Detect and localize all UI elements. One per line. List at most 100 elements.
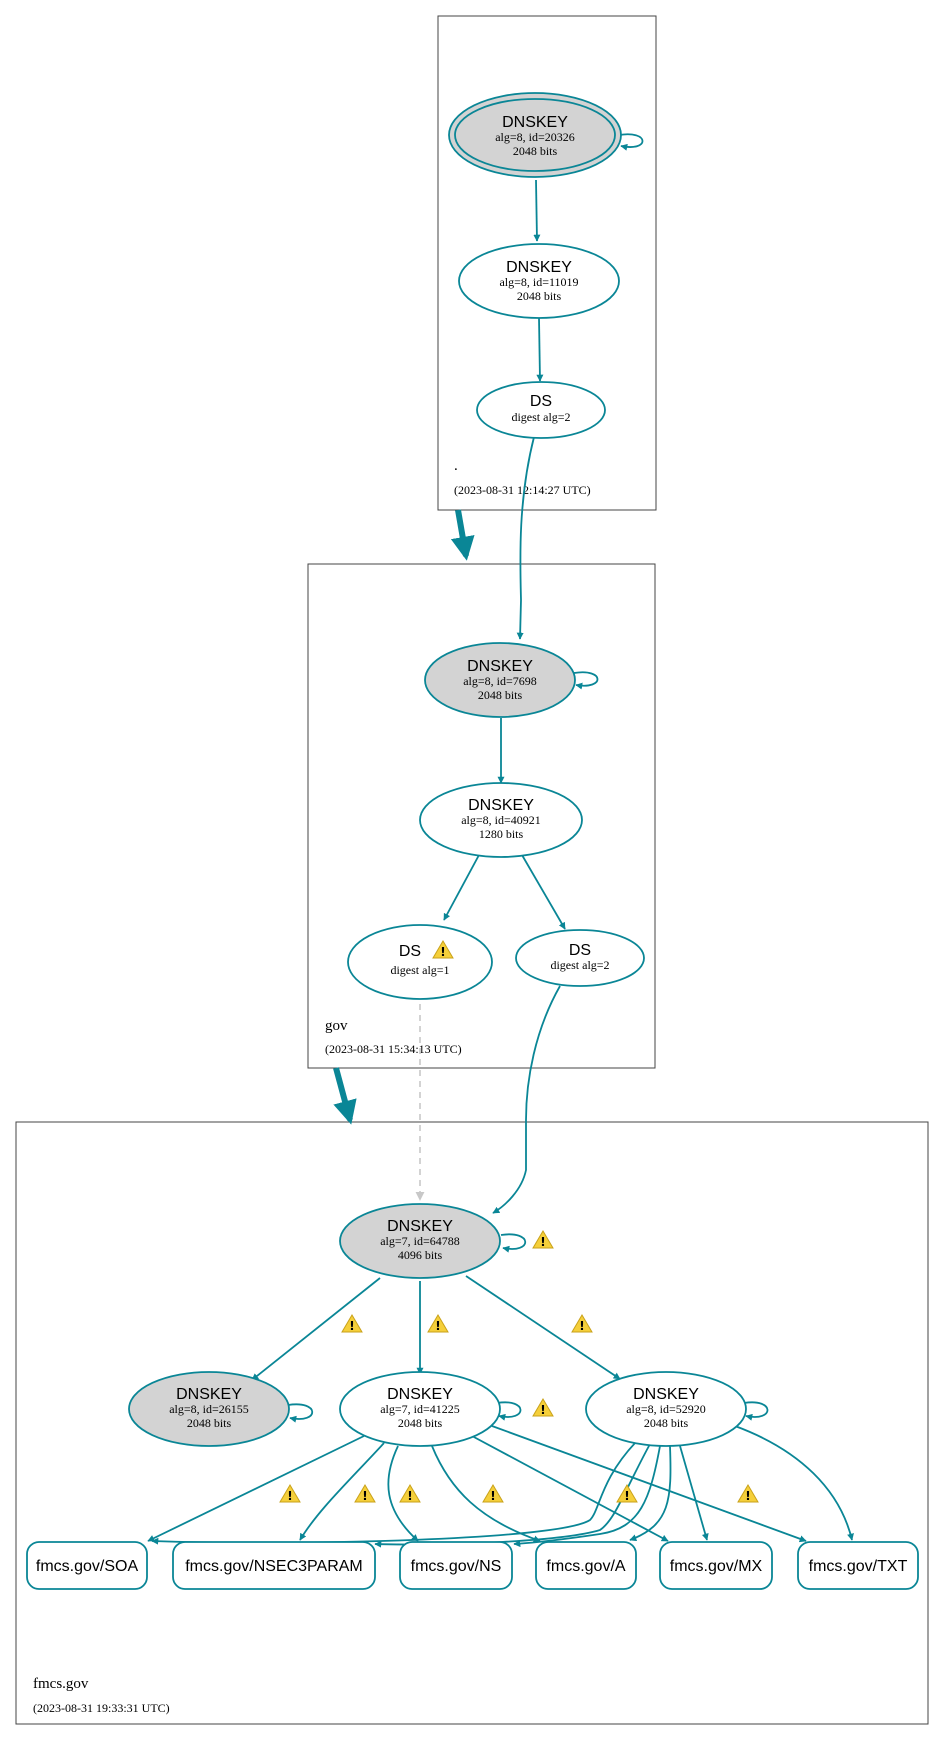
edge-k52920-mx (679, 1445, 709, 1541)
edge-root-ksk-self (618, 133, 644, 151)
zone-fmcs (15, 1121, 929, 1725)
record-txt-label: fmcs.gov/TXT (809, 1558, 908, 1575)
root-zsk-node[interactable] (458, 243, 620, 319)
record-a[interactable] (535, 1541, 637, 1590)
record-a-label: fmcs.gov/A (546, 1558, 625, 1575)
fmcs-ksk-line2: 4096 bits (398, 1248, 443, 1262)
record-nsec3param-label: fmcs.gov/NSEC3PARAM (185, 1558, 363, 1575)
gov-ksk-line2: 2048 bits (478, 688, 523, 702)
warning-icon (341, 1314, 363, 1334)
zone-gov-name: gov (325, 1018, 348, 1034)
edge-k41225-txt (491, 1425, 807, 1543)
record-ns[interactable] (399, 1541, 513, 1590)
warning-icon (482, 1484, 504, 1504)
edge-gov-ksk-self (573, 671, 599, 690)
delegation-root-gov (450, 509, 475, 561)
gov-zsk-line2: 1280 bits (479, 827, 524, 841)
zone-root (437, 15, 657, 511)
root-zsk-line2: 2048 bits (517, 289, 562, 303)
edge-k52920-a (629, 1445, 672, 1542)
record-soa-label: fmcs.gov/SOA (36, 1558, 139, 1575)
gov-ksk-title: DNSKEY (467, 658, 533, 675)
record-nsec3param[interactable] (172, 1541, 376, 1590)
root-ds-line1: digest alg=2 (511, 410, 570, 424)
edge-k41225-nsec3param (299, 1442, 385, 1541)
fmcs-k26155-title: DNSKEY (176, 1386, 242, 1403)
root-ksk-node[interactable] (454, 98, 616, 172)
edge-gov-zsk-ds1 (443, 854, 480, 921)
zone-fmcs-name: fmcs.gov (33, 1676, 89, 1692)
warning-icon (532, 1398, 554, 1418)
gov-zsk-node[interactable] (419, 782, 583, 858)
warning-icon (399, 1484, 421, 1504)
gov-ksk-node[interactable] (424, 642, 576, 718)
fmcs-k41225-node[interactable] (339, 1371, 501, 1447)
fmcs-k41225-line1: alg=7, id=41225 (380, 1402, 460, 1416)
gov-ds2-title: DS (569, 942, 591, 959)
fmcs-k41225-line2: 2048 bits (398, 1416, 443, 1430)
fmcs-k52920-line1: alg=8, id=52920 (626, 1402, 706, 1416)
delegation-gov-fmcs (333, 1067, 357, 1125)
edge-k41225-a (431, 1445, 541, 1543)
edge-k41225-mx (471, 1435, 669, 1542)
gov-ds2-line1: digest alg=2 (550, 958, 609, 972)
fmcs-ksk-node[interactable] (339, 1203, 501, 1279)
fmcs-k26155-line1: alg=8, id=26155 (169, 1402, 249, 1416)
edge-gov-ds2-fmcs-ksk (492, 985, 561, 1214)
edge-k26155-self (287, 1403, 314, 1423)
gov-ds1-title: DS (399, 943, 421, 960)
gov-zsk-line1: alg=8, id=40921 (461, 813, 541, 827)
warning-icon (532, 1230, 554, 1250)
record-ns-label: fmcs.gov/NS (411, 1558, 502, 1575)
edge-gov-zsk-ds2 (521, 854, 566, 930)
record-soa[interactable] (26, 1541, 148, 1590)
fmcs-ksk-line1: alg=7, id=64788 (380, 1234, 460, 1248)
edge-ksk-k52920 (465, 1275, 621, 1380)
gov-ds2-node[interactable] (515, 929, 645, 987)
edge-k41225-ns (387, 1445, 419, 1542)
zone-root-timestamp: (2023-08-31 12:14:27 UTC) (454, 483, 591, 497)
record-mx[interactable] (659, 1541, 773, 1590)
edge-root-zsk-ds (536, 317, 544, 382)
fmcs-k52920-line2: 2048 bits (644, 1416, 689, 1430)
edge-root-ksk-zsk (533, 179, 541, 242)
edge-k52920-txt (734, 1425, 854, 1541)
gov-ds1-node[interactable] (347, 924, 493, 1000)
root-ds-title: DS (530, 393, 552, 410)
warning-icon (737, 1484, 759, 1504)
fmcs-k26155-line2: 2048 bits (187, 1416, 232, 1430)
zone-root-name: . (454, 458, 458, 474)
root-ksk-title: DNSKEY (502, 114, 568, 131)
fmcs-k52920-title: DNSKEY (633, 1386, 699, 1403)
root-ksk-line1: alg=8, id=20326 (495, 130, 575, 144)
edge-k52920-ns (513, 1445, 661, 1548)
record-mx-label: fmcs.gov/MX (670, 1558, 763, 1575)
zone-fmcs-timestamp: (2023-08-31 19:33:31 UTC) (33, 1701, 170, 1715)
zone-gov (307, 563, 656, 1069)
root-ds-node[interactable] (476, 381, 606, 439)
gov-zsk-title: DNSKEY (468, 797, 534, 814)
zone-gov-timestamp: (2023-08-31 15:34:13 UTC) (325, 1042, 462, 1056)
fmcs-k52920-node[interactable] (585, 1371, 747, 1447)
edge-k52920-self (743, 1401, 769, 1421)
gov-ds1-line1: digest alg=1 (390, 963, 449, 977)
warning-icon (571, 1314, 593, 1334)
edge-root-ds-gov-ksk (516, 436, 535, 640)
fmcs-k41225-title: DNSKEY (387, 1386, 453, 1403)
root-zsk-line1: alg=8, id=11019 (499, 275, 578, 289)
warning-icon (616, 1484, 638, 1504)
edge-k41225-self (496, 1401, 522, 1421)
edge-fmcs-ksk-self (500, 1233, 527, 1253)
fmcs-k26155-node[interactable] (128, 1371, 290, 1447)
edge-ksk-k26155 (251, 1277, 381, 1381)
gov-ksk-line1: alg=8, id=7698 (463, 674, 537, 688)
root-ksk-line2: 2048 bits (513, 144, 558, 158)
warning-icon (354, 1484, 376, 1504)
warning-icon (279, 1484, 301, 1504)
warning-icon (427, 1314, 449, 1334)
edge-k41225-soa (147, 1435, 365, 1542)
record-txt[interactable] (797, 1541, 919, 1590)
root-zsk-title: DNSKEY (506, 259, 572, 276)
